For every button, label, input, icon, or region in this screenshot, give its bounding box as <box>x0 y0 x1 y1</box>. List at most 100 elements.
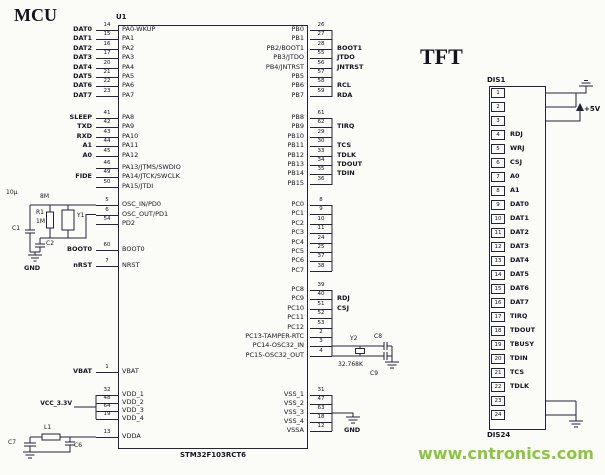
connector-pin-number: 16 <box>491 298 505 308</box>
pin-number: 5 <box>105 197 109 203</box>
pin-net-label: SLEEP <box>69 113 92 121</box>
pin-name: PA7 <box>122 90 135 99</box>
pin-number: 32 <box>103 387 111 393</box>
c9-ref: C9 <box>370 370 379 377</box>
pin-name: PA6 <box>122 81 135 90</box>
pin-number: 27 <box>317 31 325 38</box>
pin-number: 46 <box>103 160 111 166</box>
c6-ref: C6 <box>74 442 83 449</box>
pin-number: 12 <box>317 423 325 429</box>
pin-name: PB2/BOOT1 <box>266 43 304 52</box>
c8-ref: C8 <box>374 333 383 340</box>
pin-wire <box>310 146 332 148</box>
pin-name: PC10 <box>287 303 304 312</box>
pin-wire <box>96 58 118 60</box>
connector-pin-number: 2 <box>491 102 505 112</box>
pin-name: PC8 <box>291 285 304 293</box>
gnd-label-vss: GND <box>344 426 361 434</box>
connector-pin-number: 24 <box>491 410 505 420</box>
pin-wire <box>310 67 332 69</box>
pin-wire <box>310 233 332 235</box>
pin-name: PA9 <box>122 122 135 131</box>
pin-wire <box>96 250 118 251</box>
pin-net-label: DAT0 <box>73 25 92 33</box>
pin-net-label: DAT1 <box>73 34 92 43</box>
connector-pin-label: TDLK <box>510 382 530 390</box>
pin-number: 4 <box>319 347 323 354</box>
xtal1-ref: Y1 <box>77 212 85 219</box>
pin-name: PC1 <box>291 209 304 218</box>
connector-pin-number: 19 <box>491 340 505 350</box>
pin-wire <box>96 30 118 31</box>
c1-ref: C1 <box>12 225 21 232</box>
pin-number: 60 <box>103 242 111 248</box>
pin-wire <box>310 86 332 88</box>
pin-number: 63 <box>317 405 325 411</box>
pin-name: PA0-WKUP <box>122 25 156 33</box>
pin-number: 19 <box>103 411 111 417</box>
pin-wire <box>310 299 332 301</box>
pin-wire <box>96 205 118 206</box>
pin-name: PC15-OSC32_OUT <box>245 350 304 359</box>
watermark: www.cntronics.com <box>418 444 594 463</box>
pin-wire <box>310 214 332 216</box>
connector-ref-top: DIS1 <box>487 76 506 84</box>
pin-name: PB1 <box>291 34 304 43</box>
connector-pin-label: DAT7 <box>510 298 529 306</box>
pin-wire <box>310 290 332 291</box>
connector-pin-number: 18 <box>491 326 505 336</box>
c2-ref: C2 <box>46 240 55 247</box>
pin-name: NRST <box>122 261 140 269</box>
pin-number: 49 <box>103 169 111 176</box>
pin-name: PB5 <box>291 72 304 80</box>
pin-net-label: RDA <box>337 90 353 99</box>
pin-name: PB10 <box>287 131 304 140</box>
pin-name: PB13 <box>287 160 304 168</box>
pin-wire <box>310 183 332 185</box>
pin-name: PB8 <box>291 113 304 121</box>
pin-name: PC9 <box>291 294 304 303</box>
pin-wire <box>96 77 118 78</box>
pin-number: 1 <box>105 364 109 370</box>
pin-name: PB15 <box>287 178 304 187</box>
pin-net-label: RCL <box>337 81 351 90</box>
connector-pin-number: 17 <box>491 312 505 322</box>
pin-wire <box>96 437 118 438</box>
xtal2-ref: Y2 <box>350 335 358 342</box>
pin-number: 23 <box>103 87 111 94</box>
pin-net-label: TDOUT <box>337 160 363 168</box>
pin-name: PA8 <box>122 113 135 121</box>
pin-number: 52 <box>317 310 325 317</box>
pin-name: PB9 <box>291 122 304 131</box>
pin-net-label: A0 <box>82 150 92 159</box>
connector-pin-label: TCS <box>510 368 525 376</box>
pin-number: 2 <box>319 329 323 335</box>
pin-net-label: BOOT0 <box>67 245 92 253</box>
pin-wire <box>310 165 332 166</box>
pin-wire <box>96 403 118 404</box>
pin-wire <box>96 39 118 41</box>
pin-wire <box>310 431 332 432</box>
pin-net-label: DAT6 <box>73 81 92 90</box>
pin-number: 30 <box>317 138 325 145</box>
connector-pin-label: TIRQ <box>510 312 528 320</box>
pin-wire <box>96 118 118 119</box>
pin-wire <box>310 174 332 176</box>
pin-name: PD2 <box>122 219 136 227</box>
pin-net-label: RDJ <box>337 294 350 303</box>
r1-value: 1M <box>36 218 45 225</box>
pin-number: 15 <box>103 31 111 38</box>
pin-wire <box>310 205 332 206</box>
connector-pin-number: 23 <box>491 396 505 406</box>
pin-wire <box>96 266 118 267</box>
pin-number: 6 <box>105 206 109 213</box>
pin-name: VSS_1 <box>283 390 304 398</box>
chip-part-number: STM32F103RCT6 <box>179 451 247 459</box>
pin-number: 42 <box>103 119 111 126</box>
pin-number: 9 <box>319 206 323 213</box>
pin-number: 48 <box>103 395 111 401</box>
pin-name: PA11 <box>122 141 139 150</box>
pin-number: 18 <box>317 414 325 420</box>
xtal1-value: 8M <box>40 193 49 200</box>
pin-number: 55 <box>317 50 325 57</box>
